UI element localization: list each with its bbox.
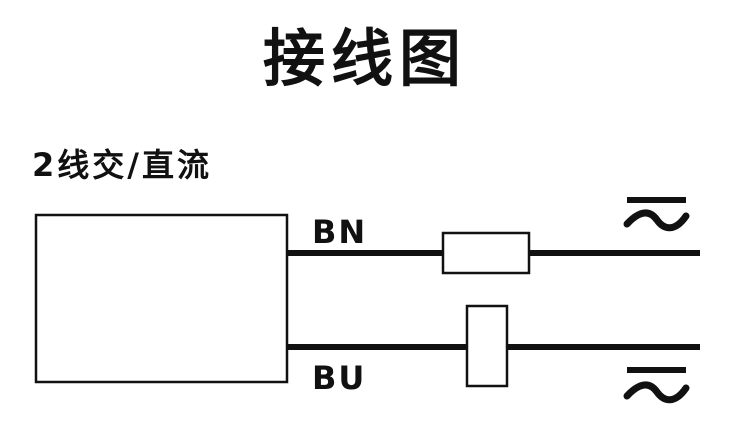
- ac-dc-supply-icon-top: [623, 197, 690, 232]
- page-title: 接线图: [262, 22, 467, 95]
- ac-dc-supply-icon-bottom: [623, 367, 690, 404]
- wire-label-bu: BU: [312, 359, 366, 397]
- load-box-vertical: [465, 304, 509, 388]
- sensor-box: [34, 213, 289, 384]
- load-box-horizontal: [441, 231, 531, 275]
- wire-label-bn: BN: [312, 213, 367, 251]
- diagram-subtitle: 2线交/直流: [32, 146, 212, 184]
